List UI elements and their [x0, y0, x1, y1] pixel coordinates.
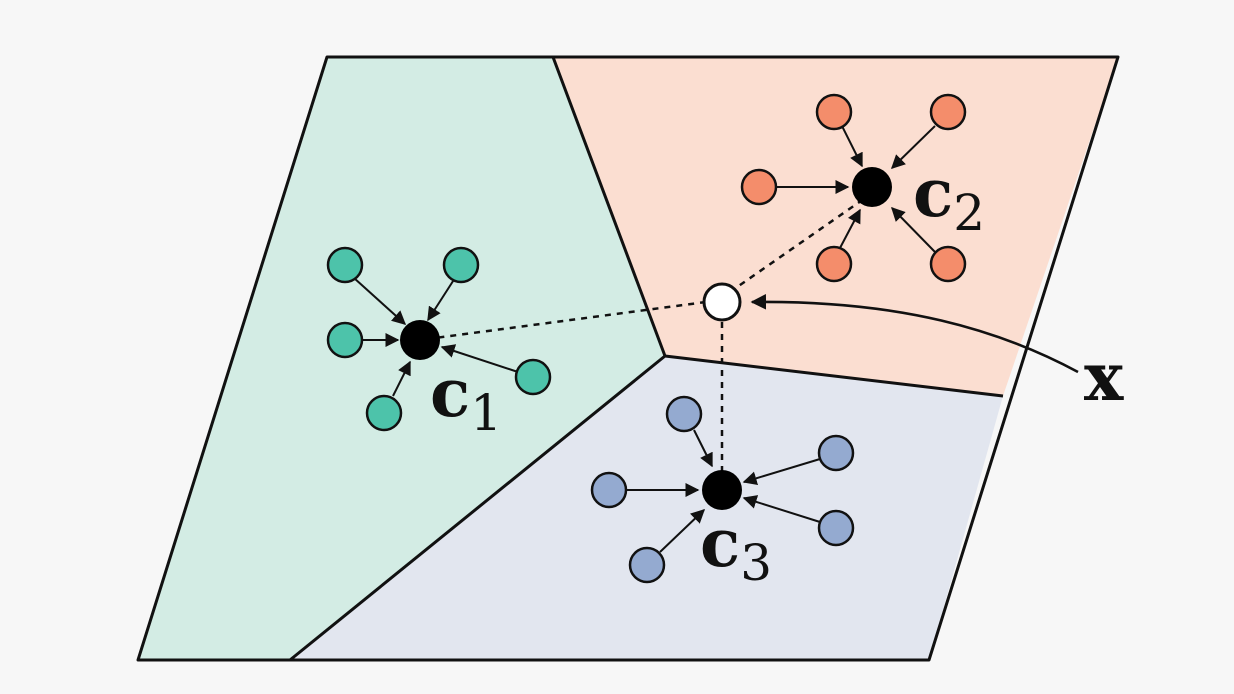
member-arrow [742, 495, 821, 523]
region-divider-lower [289, 354, 666, 662]
centroid-c3-node [702, 470, 742, 510]
cluster3-member-node [817, 434, 855, 472]
member-arrow [693, 429, 713, 468]
cluster1-member-node [326, 246, 364, 284]
centroid-c2-node [852, 167, 892, 207]
cluster-c3-group [590, 395, 855, 584]
cluster1-member-node [442, 246, 480, 284]
member-arrow [839, 208, 861, 249]
centroid-c2-label: c2 [913, 154, 985, 242]
member-arrow [427, 277, 456, 322]
cluster2-region [553, 57, 1118, 396]
member-arrow [890, 125, 936, 169]
query-arrow [750, 294, 1079, 374]
dotted-link-c2 [729, 194, 869, 294]
centroid-c1-label: c1 [430, 354, 502, 442]
cluster3-member-node [590, 471, 628, 509]
cluster3-member-node [628, 546, 666, 584]
cluster3-member-node [817, 509, 855, 547]
member-arrow [841, 125, 863, 168]
cluster1-member-node [365, 394, 403, 432]
cluster3-member-node [665, 395, 703, 433]
member-arrow [392, 360, 411, 397]
member-arrow [353, 277, 407, 325]
cluster2-member-node [740, 168, 778, 206]
centroid-c3-label: c3 [700, 504, 772, 592]
member-arrow [891, 206, 936, 253]
cluster2-member-node [929, 245, 967, 283]
cluster2-member-node [815, 93, 853, 131]
query-label: x [1084, 338, 1124, 416]
centroid-c1-node [400, 320, 440, 360]
query-point [702, 282, 742, 322]
cluster-c2-group [740, 93, 967, 283]
member-arrow [440, 344, 519, 373]
member-arrow [659, 509, 706, 553]
dotted-link-c1 [419, 300, 707, 342]
cluster1-member-node [326, 321, 364, 359]
cluster2-member-node [929, 93, 967, 131]
cluster2-member-node [815, 245, 853, 283]
outer-boundary [136, 55, 1120, 662]
cluster3-region [290, 356, 1003, 660]
cluster1-region [138, 57, 665, 660]
cluster1-member-node [514, 358, 552, 396]
member-arrow [742, 458, 821, 486]
cluster-c1-group [326, 246, 552, 432]
